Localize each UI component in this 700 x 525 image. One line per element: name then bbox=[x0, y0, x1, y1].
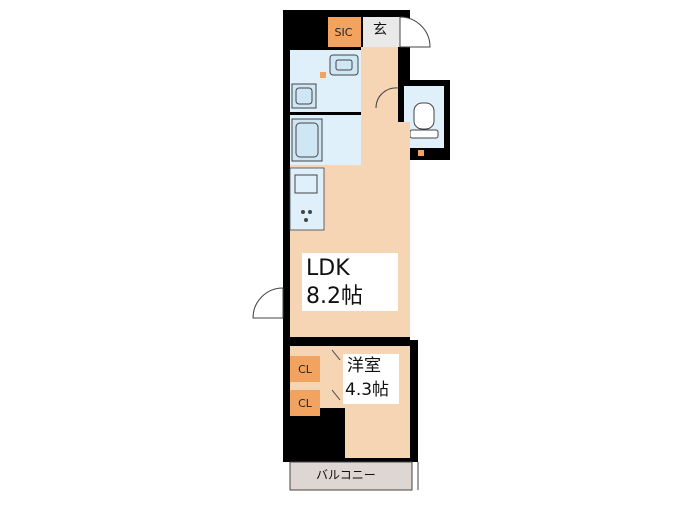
entrance-label: 玄 bbox=[373, 22, 387, 38]
closet-upper-label: CL bbox=[290, 356, 320, 382]
western-label-box: 洋室 4.3帖 bbox=[343, 354, 399, 404]
entrance-hall bbox=[361, 47, 398, 77]
closet-door-line bbox=[331, 349, 341, 361]
western-size: 4.3帖 bbox=[345, 380, 390, 400]
ldk-extension bbox=[361, 122, 410, 167]
toilet-storage-mark bbox=[418, 150, 424, 156]
hallway bbox=[361, 77, 398, 122]
western-name: 洋室 bbox=[347, 356, 381, 376]
ldk-window-door bbox=[252, 287, 284, 319]
ldk-size: 8.2帖 bbox=[306, 284, 363, 309]
sic-label: SIC bbox=[328, 19, 359, 45]
ldk-name: LDK bbox=[306, 256, 350, 281]
ldk-label-box: LDK 8.2帖 bbox=[302, 253, 398, 311]
kitchen-sink-icon bbox=[294, 174, 318, 194]
hall-door bbox=[375, 87, 399, 109]
washbasin-icon bbox=[291, 83, 317, 109]
storage-mark bbox=[320, 72, 326, 78]
entrance-door bbox=[399, 16, 431, 48]
closet-door-line bbox=[331, 389, 341, 401]
washing-machine-icon bbox=[329, 54, 359, 76]
entrance-area bbox=[363, 17, 400, 47]
stove-icon bbox=[301, 210, 312, 222]
bathtub-icon bbox=[291, 118, 323, 162]
closet-lower-label: CL bbox=[290, 390, 320, 416]
balcony-label: バルコニー bbox=[316, 468, 376, 482]
balcony-area bbox=[289, 461, 413, 491]
toilet-icon bbox=[409, 102, 439, 139]
